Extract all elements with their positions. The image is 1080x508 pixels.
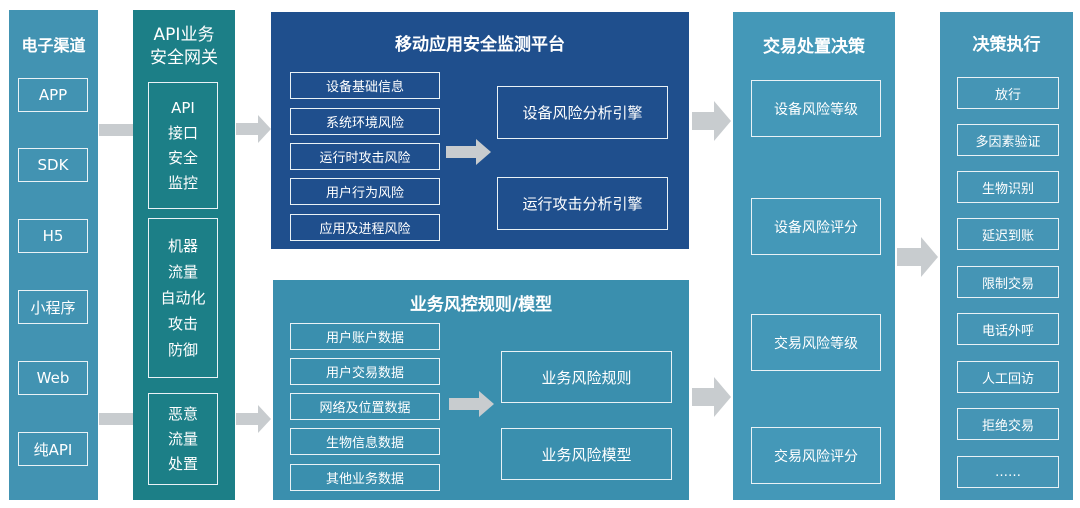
gateway-box2-line5: 防御: [167, 341, 198, 359]
gateway-malicious-traffic-box: 恶意 流量 处置: [148, 393, 218, 485]
gateway-title-line1: API业务: [153, 25, 215, 45]
execution-title: 决策执行: [972, 35, 1041, 55]
arrow-rules-to-decision: [692, 377, 731, 417]
mobile-input-app-process: 应用及进程风险: [290, 214, 440, 241]
execution-delayed-arrival: 延迟到账: [957, 218, 1059, 250]
mobile-platform-panel: 移动应用安全监测平台 设备基础信息 系统环境风险 运行时攻击风险 用户行为风险 …: [271, 12, 689, 249]
execution-multi-factor: 多因素验证: [957, 124, 1059, 156]
rules-input-transaction: 用户交易数据: [290, 358, 440, 385]
gateway-bot-defense-box: 机器 流量 自动化 攻击 防御: [148, 218, 218, 378]
execution-biometric: 生物识别: [957, 171, 1059, 203]
business-risk-model: 业务风险模型: [501, 428, 672, 480]
business-risk-rules: 业务风险规则: [501, 351, 672, 403]
decision-title: 交易处置决策: [763, 37, 865, 57]
arrow-gateway-to-mobile: [236, 115, 271, 143]
gateway-box3-line1: 恶意: [167, 404, 198, 423]
rules-input-account: 用户账户数据: [290, 323, 440, 350]
arrow-rules-inputs-to-outputs: [449, 391, 494, 417]
channel-sdk: SDK: [18, 148, 88, 182]
mobile-input-user-behavior: 用户行为风险: [290, 178, 440, 205]
rules-input-biometric: 生物信息数据: [290, 428, 440, 455]
execution-limit-transaction: 限制交易: [957, 266, 1059, 298]
gateway-box2-line3: 自动化: [160, 289, 206, 307]
decision-panel: 交易处置决策 设备风险等级 设备风险评分 交易风险等级 交易风险评分: [733, 12, 895, 500]
execution-manual-revisit: 人工回访: [957, 361, 1059, 393]
decision-device-risk-level: 设备风险等级: [751, 80, 881, 137]
arrow-channels-to-gateway-top: [99, 124, 133, 136]
gateway-box1-line2: 接口: [167, 123, 198, 142]
rules-panel: 业务风控规则/模型 用户账户数据 用户交易数据 网络及位置数据 生物信息数据 其…: [273, 280, 689, 500]
arrow-channels-to-gateway-bottom: [99, 413, 133, 425]
channel-pure-api: 纯API: [18, 432, 88, 466]
gateway-box2-line2: 流量: [167, 263, 198, 281]
decision-transaction-risk-level: 交易风险等级: [751, 314, 881, 371]
rules-title: 业务风控规则/模型: [409, 295, 553, 315]
arrow-mobile-inputs-to-engines: [446, 139, 491, 165]
channel-h5: H5: [18, 219, 88, 253]
gateway-box1-line1: API: [171, 98, 195, 117]
gateway-box3-line3: 处置: [167, 454, 198, 473]
engine-device-risk: 设备风险分析引擎: [497, 86, 668, 139]
arrow-gateway-to-rules: [236, 405, 271, 433]
decision-transaction-risk-score: 交易风险评分: [751, 427, 881, 484]
gateway-api-monitor-box: API 接口 安全 监控: [148, 82, 218, 209]
rules-input-network-location: 网络及位置数据: [290, 393, 440, 420]
gateway-title-line2: 安全网关: [150, 48, 218, 68]
channel-mini-program: 小程序: [18, 290, 88, 324]
channel-web: Web: [18, 361, 88, 395]
arrow-mobile-to-decision: [692, 101, 731, 141]
engine-runtime-attack: 运行攻击分析引擎: [497, 177, 668, 230]
gateway-box1-line3: 安全: [167, 148, 198, 167]
gateway-box3-line2: 流量: [167, 429, 198, 448]
arrow-decision-to-execution: [897, 237, 938, 277]
execution-reject: 拒绝交易: [957, 408, 1059, 440]
gateway-box1-line4: 监控: [167, 173, 198, 192]
channel-app: APP: [18, 78, 88, 112]
gateway-panel: API业务 安全网关 API 接口 安全 监控 机器 流量 自动化 攻击 防御 …: [133, 10, 235, 500]
execution-panel: 决策执行 放行 多因素验证 生物识别 延迟到账 限制交易 电话外呼 人工回访 拒…: [940, 12, 1073, 500]
mobile-input-device-info: 设备基础信息: [290, 72, 440, 99]
mobile-input-system-env: 系统环境风险: [290, 108, 440, 135]
mobile-input-runtime-attack: 运行时攻击风险: [290, 143, 440, 170]
execution-more: ……: [957, 456, 1059, 488]
mobile-platform-title: 移动应用安全监测平台: [395, 35, 565, 55]
rules-input-other: 其他业务数据: [290, 464, 440, 491]
execution-phone-call: 电话外呼: [957, 313, 1059, 345]
execution-allow: 放行: [957, 77, 1059, 109]
gateway-box2-line4: 攻击: [167, 315, 198, 333]
channels-panel: 电子渠道 APP SDK H5 小程序 Web 纯API: [9, 10, 98, 500]
channels-title: 电子渠道: [21, 36, 86, 55]
gateway-box2-line1: 机器: [167, 237, 198, 255]
decision-device-risk-score: 设备风险评分: [751, 198, 881, 255]
